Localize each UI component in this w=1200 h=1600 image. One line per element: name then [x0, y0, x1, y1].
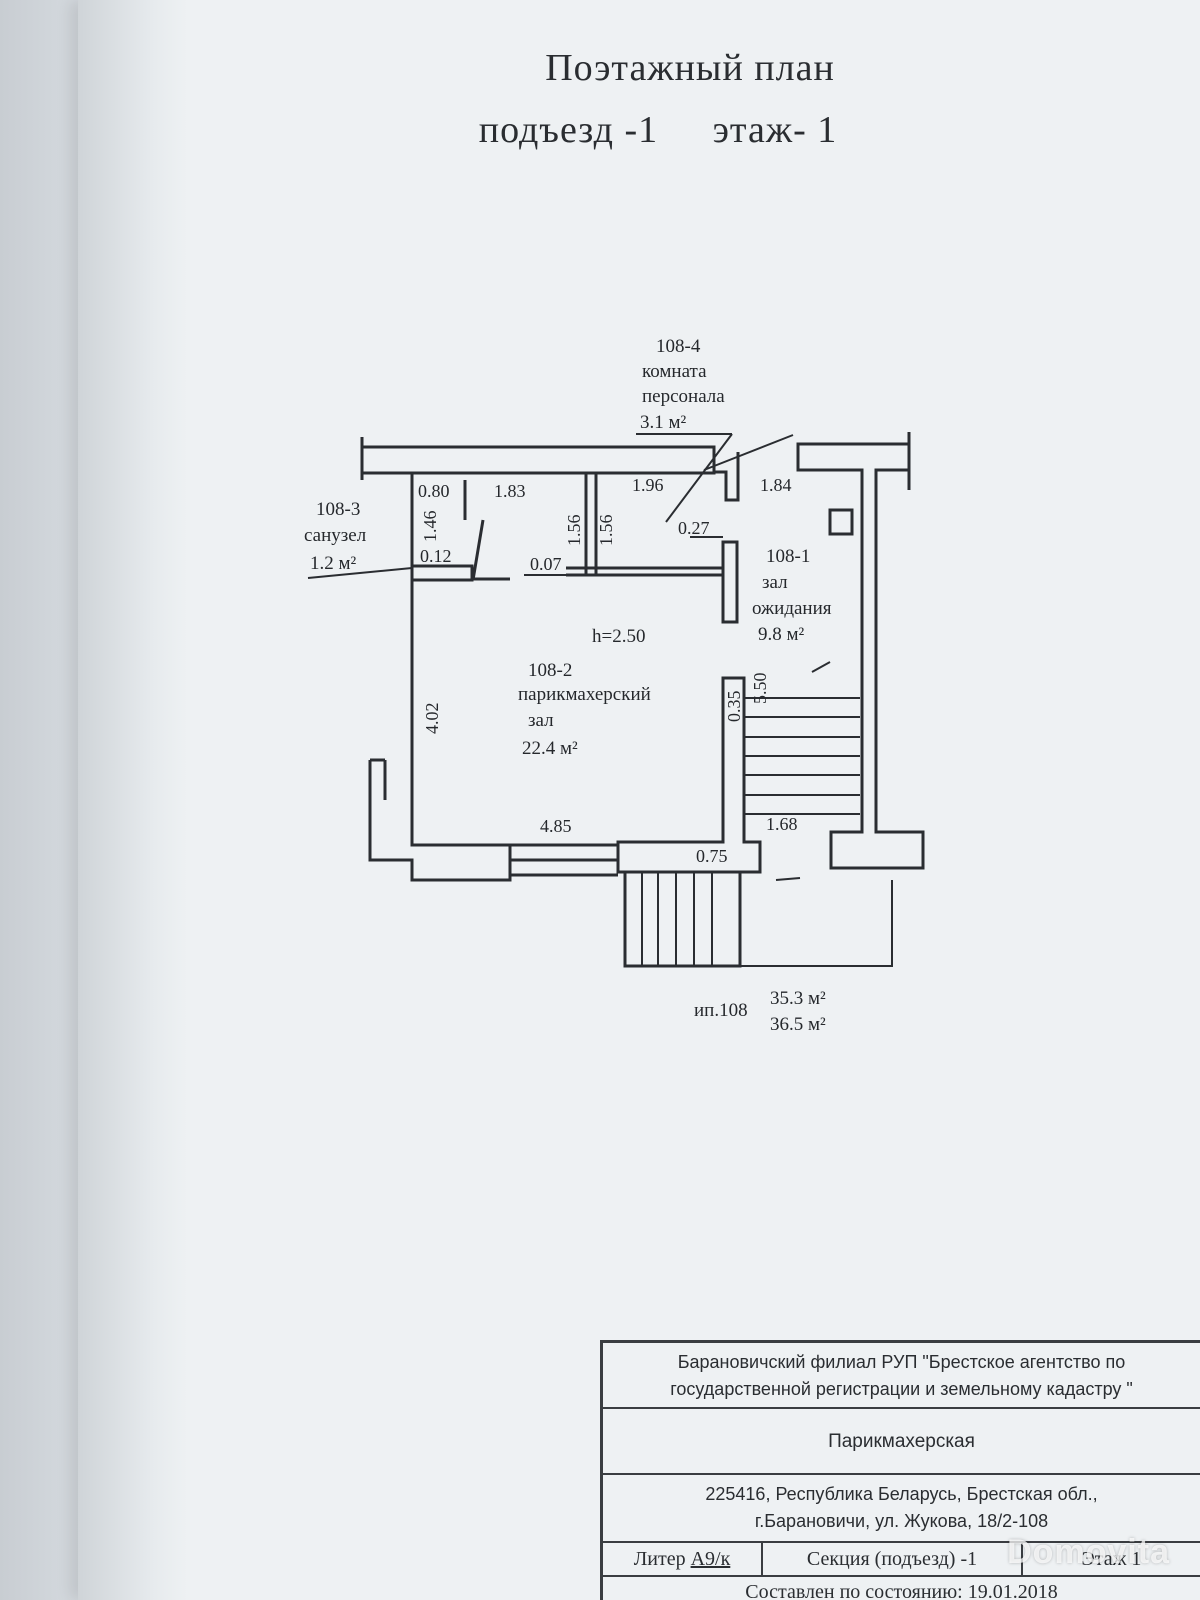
total-area-1: 35.3 м² — [770, 988, 826, 1009]
org-line-2: государственной регистрации и земельному… — [670, 1379, 1133, 1399]
dim-5-50: 5.50 — [750, 673, 770, 705]
entrance-landing — [740, 880, 893, 967]
room2-name2: зал — [528, 710, 554, 731]
landing-mark — [775, 877, 801, 881]
stair-steps — [744, 697, 860, 815]
floor-label: этаж- 1 — [712, 109, 838, 151]
litera-cell: Литер А9/к — [603, 1543, 763, 1575]
litera-value: А9/к — [690, 1548, 731, 1570]
dim-0-80: 0.80 — [418, 481, 450, 501]
room4-name2: персонала — [642, 386, 725, 407]
stair-partition — [616, 676, 762, 874]
room4-area: 3.1 м² — [640, 412, 687, 433]
title-block-organization: Барановичский филиал РУП "Брестское аген… — [603, 1343, 1200, 1409]
room4-id: 108-4 — [656, 336, 701, 357]
room2-area: 22.4 м² — [522, 738, 578, 759]
entrance-step-lines — [641, 872, 713, 966]
floor-cell: Этаж 1 — [1081, 1548, 1142, 1570]
dim-1-56-a: 1.56 — [564, 515, 584, 547]
stair-arrow — [811, 661, 831, 673]
room1-name1: зал — [762, 572, 788, 593]
stair-wall-right — [796, 442, 925, 870]
watermark-logo: Domovita — [1007, 1533, 1170, 1571]
room4-leader — [703, 434, 794, 471]
object-name: Парикмахерская — [603, 1409, 1200, 1475]
top-wall — [360, 445, 716, 475]
room2-name1: парикмахерский — [518, 684, 651, 705]
dim-0-35: 0.35 — [724, 691, 744, 723]
toilet-wall — [412, 564, 474, 582]
column-top — [712, 447, 740, 502]
section-cell: Секция (подъезд) -1 — [763, 1543, 1023, 1575]
room3-name: санузел — [304, 525, 367, 546]
org-line-1: Барановичский филиал РУП "Брестское аген… — [677, 1352, 1126, 1372]
dim-1-56-b: 1.56 — [596, 515, 616, 547]
plan-subtitle: подъезд -1 этаж- 1 — [430, 108, 930, 152]
title-block-address: 225416, Республика Беларусь, Брестская о… — [603, 1475, 1200, 1543]
dim-4-02: 4.02 — [422, 703, 442, 735]
title-block: Барановичский филиал РУП "Брестское аген… — [600, 1340, 1200, 1600]
room4-name1: комната — [642, 361, 707, 382]
room4-pointer — [665, 433, 733, 523]
dim-0-07: 0.07 — [530, 554, 562, 574]
room3-leader — [307, 567, 413, 579]
litera-label: Литер — [633, 1548, 686, 1570]
room1-id: 108-1 — [766, 546, 810, 567]
room1-area: 9.8 м² — [758, 624, 805, 645]
dim-1-68: 1.68 — [766, 814, 798, 834]
vent-shaft — [828, 508, 854, 536]
partition-pillar — [721, 540, 739, 624]
toilet-door-swing — [471, 519, 485, 581]
entrance-steps-frame — [623, 872, 742, 968]
dim-1-84: 1.84 — [760, 475, 792, 495]
entrance-label: подъезд -1 — [478, 109, 659, 151]
plan-title: Поэтажный план — [545, 47, 835, 89]
total-area-2: 36.5 м² — [770, 1014, 826, 1035]
room1-name2: ожидания — [752, 598, 832, 619]
dim-4-85: 4.85 — [540, 816, 572, 836]
address-line-2: г.Барановичи, ул. Жукова, 18/2-108 — [754, 1511, 1049, 1531]
dim-1-83: 1.83 — [494, 481, 526, 501]
ceiling-height: h=2.50 — [592, 626, 645, 647]
room3-area: 1.2 м² — [310, 553, 357, 574]
dim-0-75: 0.75 — [696, 846, 728, 866]
page-fold-shadow — [78, 0, 188, 1600]
address-line-1: 225416, Республика Беларусь, Брестская о… — [705, 1484, 1098, 1504]
unit-label: ип.108 — [694, 1000, 748, 1021]
dim-0-27: 0.27 — [678, 518, 710, 538]
dim-0-12: 0.12 — [420, 546, 452, 566]
dim-1-46: 1.46 — [420, 511, 440, 543]
document-sheet — [78, 0, 1200, 1600]
title-block-litera-row: Литер А9/к Секция (подъезд) -1 Этаж 1 — [603, 1543, 1200, 1577]
room3-id: 108-3 — [316, 499, 360, 520]
compiled-date: Составлен по состоянию: 19.01.2018 — [745, 1581, 1058, 1600]
dim-1-96: 1.96 — [632, 475, 664, 495]
wall-bottom-left — [368, 760, 512, 882]
room2-id: 108-2 — [528, 660, 572, 681]
